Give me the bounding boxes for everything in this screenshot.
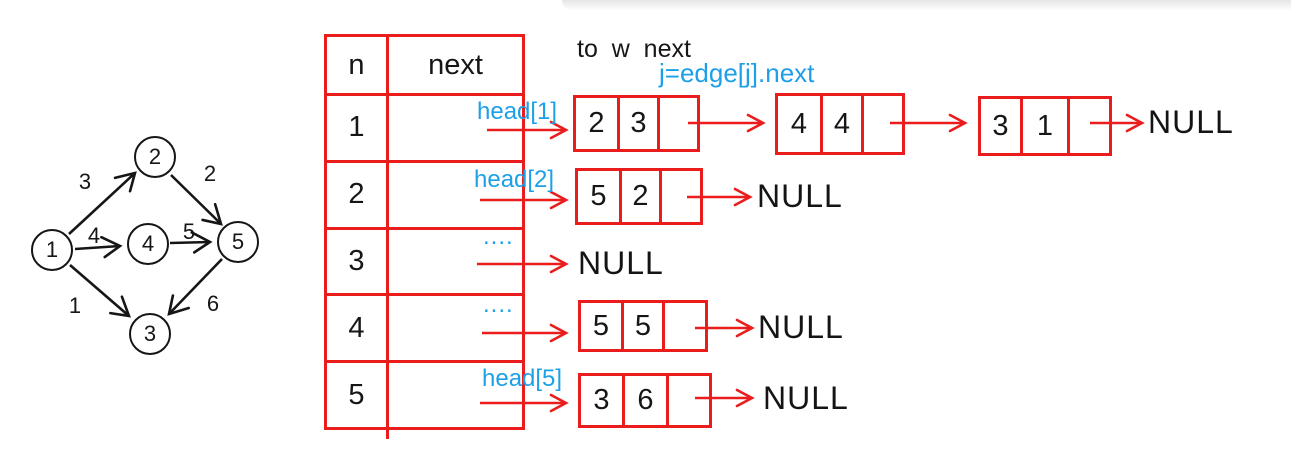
table-row-3-next: [389, 226, 522, 294]
table-row-5-n: 5: [327, 360, 389, 427]
list4-node1-w: 5: [624, 303, 665, 349]
list1-node3-next: [1070, 99, 1109, 153]
list4-node1-to: 5: [581, 303, 624, 349]
table-header-n: n: [327, 37, 389, 93]
list2-null: NULL: [757, 178, 843, 214]
graph-node-3-label: 3: [143, 321, 157, 346]
list1-node3-w: 1: [1023, 99, 1070, 153]
list1-node1: 2 3: [573, 95, 700, 152]
table-row-3-n: 3: [327, 226, 389, 294]
list5-null: NULL: [763, 380, 849, 416]
list5-node1-next: [669, 376, 709, 425]
list1-node2-w: 4: [823, 96, 864, 152]
list2-node1-to: 5: [578, 171, 622, 222]
table-header-next: next: [428, 48, 483, 81]
advance-note: j=edge[j].next: [659, 58, 815, 88]
list1-null: NULL: [1148, 104, 1234, 140]
list2-node1-next: [662, 171, 700, 222]
list5-node1: 3 6: [578, 373, 712, 428]
edge-1-4-weight: 4: [87, 223, 101, 248]
list5-node1-to: 3: [581, 376, 625, 425]
list1-node1-to: 2: [576, 98, 620, 149]
table-row-4-n: 4: [327, 293, 389, 361]
graph-node-1: 1: [31, 229, 73, 271]
edge-4-5-weight: 5: [182, 219, 196, 244]
head-3-ellipsis: ....: [483, 223, 514, 250]
list4-node1: 5 5: [578, 300, 708, 352]
head-5-label: head[5]: [482, 365, 563, 392]
list2-node1: 5 2: [575, 168, 703, 225]
adjacency-head-table: n next 1 2 3 4 5: [324, 34, 525, 430]
graph-node-1-label: 1: [45, 237, 59, 262]
table-row-5-next: [389, 360, 522, 427]
list2-node1-w: 2: [622, 171, 662, 222]
window-edge-strip: [562, 0, 1291, 10]
node-fields-caption: to w next: [577, 35, 691, 63]
graph-node-5-label: 5: [231, 229, 245, 254]
list1-node2: 4 4: [775, 93, 905, 155]
table-column-divider-tick: [386, 429, 389, 439]
list4-null: NULL: [758, 309, 844, 345]
edge-2-5-weight: 2: [203, 161, 217, 186]
list5-node1-w: 6: [625, 376, 669, 425]
graph-node-3: 3: [129, 313, 171, 355]
list-arrows: [477, 113, 1145, 413]
list1-node1-w: 3: [620, 98, 660, 149]
table-row-1-n: 1: [327, 93, 389, 160]
list4-node1-next: [665, 303, 705, 349]
head-4-ellipsis: ....: [483, 291, 514, 318]
list1-node3-to: 3: [981, 99, 1023, 153]
head-1-label: head[1]: [477, 98, 558, 125]
table-row-1-next: [389, 93, 522, 160]
list1-node2-next: [864, 96, 902, 152]
list1-node3: 3 1: [978, 96, 1112, 156]
list1-node2-to: 4: [778, 96, 823, 152]
graph-node-2: 2: [134, 136, 176, 178]
table-row-2-next: [389, 159, 522, 227]
edge-1-3-weight: 1: [68, 293, 82, 318]
graph-node-4: 4: [127, 223, 169, 265]
graph-node-2-label: 2: [148, 144, 162, 169]
list1-node1-next: [660, 98, 697, 149]
graph-node-5: 5: [217, 221, 259, 263]
table-row-4-next: [389, 293, 522, 360]
head-2-label: head[2]: [474, 166, 555, 193]
edge-5-3-weight: 6: [206, 291, 220, 316]
table-row-2-n: 2: [327, 159, 389, 227]
graph-node-4-label: 4: [141, 231, 155, 256]
list3-null: NULL: [578, 245, 664, 281]
edge-1-2-weight: 3: [78, 169, 92, 194]
